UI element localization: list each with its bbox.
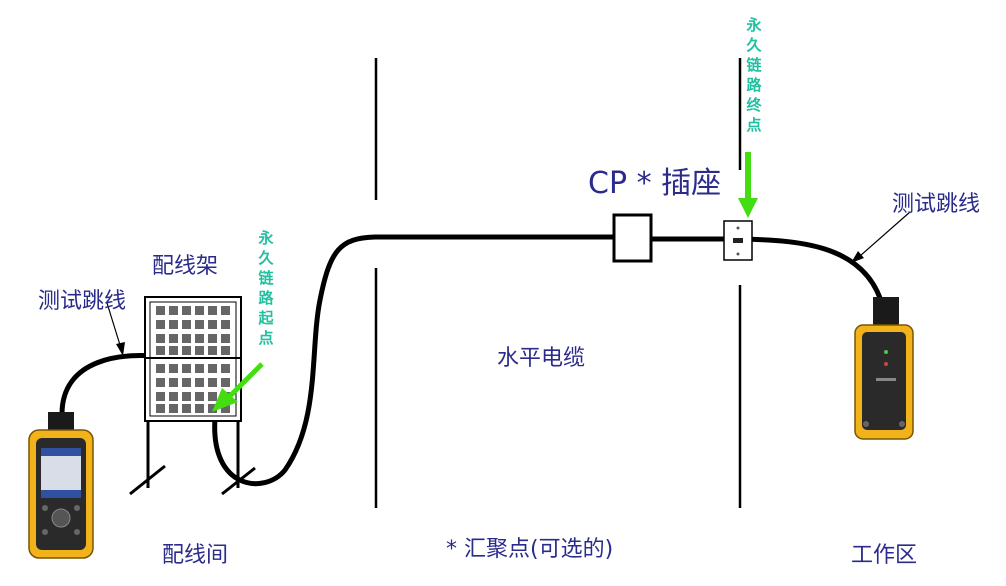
patch-port (156, 392, 165, 401)
test-cord-left-pointer (106, 302, 125, 356)
link-end-arrow (738, 152, 758, 218)
patch-port (156, 320, 165, 329)
patch-port (156, 334, 165, 343)
patch-port (182, 364, 191, 373)
patch-port (195, 392, 204, 401)
remote-unit-icon (854, 297, 914, 440)
patch-port (195, 334, 204, 343)
patch-port (156, 306, 165, 315)
patch-port (182, 320, 191, 329)
patch-port (195, 346, 204, 355)
link-start-arrow (212, 362, 264, 412)
test-cord-right-cable (737, 236, 883, 299)
patch-port (182, 334, 191, 343)
patch-port (195, 378, 204, 387)
link-end-label: 永久链路终点 (746, 16, 762, 134)
zone-wiring-room-label: 配线间 (162, 543, 229, 568)
patch-port (208, 320, 217, 329)
outlet-port (733, 238, 743, 243)
cable-tester-icon (28, 412, 94, 559)
patch-port (221, 378, 230, 387)
patch-port (221, 346, 230, 355)
patch-port (182, 346, 191, 355)
patch-port (208, 306, 217, 315)
patch-port (221, 404, 230, 413)
patch-port (156, 364, 165, 373)
test-cord-right-label: 测试跳线 (892, 192, 981, 217)
patch-port (169, 364, 178, 373)
patch-port (169, 306, 178, 315)
outlet-screw-bottom (736, 252, 740, 256)
patch-port (156, 346, 165, 355)
test-cord-left-label: 测试跳线 (38, 289, 127, 314)
patch-port (221, 306, 230, 315)
patch-port (221, 334, 230, 343)
patch-port (221, 320, 230, 329)
patch-port (182, 306, 191, 315)
test-cord-right-pointer (851, 211, 911, 263)
cp-outlet-label: CP * 插座 (588, 166, 722, 201)
link-start-label: 永久链路起点 (258, 229, 274, 347)
patch-port (156, 404, 165, 413)
patch-port (169, 334, 178, 343)
patch-port (195, 364, 204, 373)
zone-cp-label: * 汇聚点(可选的) (446, 537, 614, 562)
patch-port (221, 364, 230, 373)
patch-port (195, 404, 204, 413)
patch-port (208, 392, 217, 401)
patch-port (182, 392, 191, 401)
patch-panel-label: 配线架 (152, 254, 219, 279)
patch-port (195, 320, 204, 329)
patch-port (182, 378, 191, 387)
patch-port (182, 404, 191, 413)
horizontal-cable-label: 水平电缆 (497, 346, 586, 371)
patch-port (208, 364, 217, 373)
patch-port (169, 320, 178, 329)
patch-port (208, 334, 217, 343)
patch-port (169, 392, 178, 401)
cp-box (612, 213, 653, 263)
outlet-screw-top (736, 226, 740, 230)
patch-panel-icon (129, 296, 256, 496)
patch-port (156, 378, 165, 387)
zone-work-area-label: 工作区 (851, 543, 918, 568)
patch-port (208, 346, 217, 355)
patch-port (169, 404, 178, 413)
patch-port (208, 404, 217, 413)
patch-port (169, 346, 178, 355)
patch-port (208, 378, 217, 387)
patch-port (169, 378, 178, 387)
patch-port (195, 306, 204, 315)
